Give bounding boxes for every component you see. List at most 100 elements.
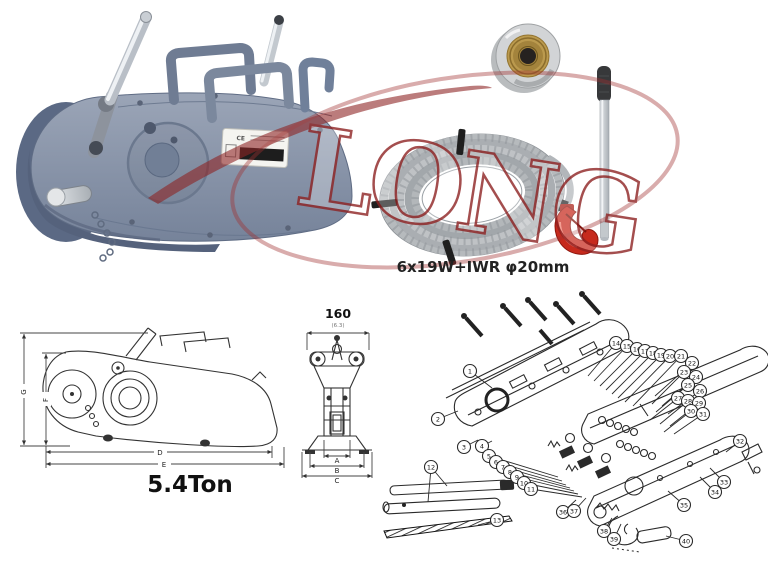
- svg-text:1: 1: [468, 367, 472, 375]
- body-bolt: [170, 136, 178, 144]
- lifting-hook: [554, 204, 599, 255]
- svg-text:26: 26: [696, 387, 704, 395]
- svg-text:5: 5: [487, 452, 491, 460]
- svg-text:25: 25: [684, 381, 692, 389]
- hook-safety-latch: [565, 213, 587, 233]
- svg-text:40: 40: [682, 537, 690, 545]
- part-callout: 1: [462, 363, 493, 389]
- anchor-pin-and-chain: [46, 185, 116, 262]
- svg-text:21: 21: [677, 352, 685, 360]
- rope-spec-label: 6x19W+IWR φ20mm: [397, 258, 570, 276]
- svg-text:7: 7: [501, 463, 505, 471]
- ce-mark-label: CE: [236, 135, 245, 142]
- side-view-dimensions: G F D E: [19, 332, 285, 469]
- svg-text:16: 16: [633, 345, 641, 353]
- cable-ties: [371, 128, 466, 266]
- release-hook-part: [595, 502, 672, 553]
- svg-text:30: 30: [687, 407, 695, 415]
- wire-rope-coil: [371, 128, 599, 266]
- part-callout: 37: [566, 497, 587, 519]
- svg-text:22: 22: [688, 359, 696, 367]
- body-boss-hub: [144, 142, 180, 178]
- part-callout: 20: [624, 348, 678, 403]
- svg-text:15: 15: [623, 342, 631, 350]
- side-view-drawing: G F D E: [19, 327, 285, 469]
- part-callout: 4: [474, 438, 493, 454]
- svg-text:32: 32: [736, 437, 744, 445]
- svg-text:12: 12: [427, 463, 435, 471]
- body-shadow: [44, 203, 161, 242]
- part-callout: 3: [456, 439, 479, 455]
- svg-text:38: 38: [600, 527, 608, 535]
- dim-d-label: D: [157, 449, 162, 457]
- side-plate-lower: [587, 435, 763, 527]
- svg-text:35: 35: [680, 501, 688, 509]
- washer-stack: [597, 415, 657, 461]
- svg-text:37: 37: [570, 507, 578, 515]
- svg-text:33: 33: [720, 478, 728, 486]
- watermark-text: LONG: [289, 101, 649, 282]
- dim-c-label: C: [335, 477, 340, 485]
- part-callout: 34: [699, 476, 723, 500]
- part-callout: 40: [665, 533, 694, 549]
- part-callout: 2: [430, 410, 459, 427]
- part-callout: 21: [632, 348, 689, 407]
- svg-text:11: 11: [527, 485, 535, 493]
- part-callout: 39: [606, 523, 622, 547]
- svg-text:39: 39: [610, 535, 618, 543]
- part-callout: 13: [477, 512, 505, 528]
- frame-middle: [581, 345, 768, 461]
- part-callout: 31: [673, 406, 711, 435]
- dim-f-label: F: [42, 398, 50, 402]
- telescopic-handle-photo: [597, 66, 611, 241]
- carry-handles: [165, 43, 335, 123]
- body-bolt: [144, 122, 156, 134]
- front-view-dimensions: A B C: [301, 440, 373, 485]
- dim-b-label: B: [335, 467, 340, 475]
- svg-text:28: 28: [684, 397, 692, 405]
- part-callout: 32: [725, 433, 748, 453]
- watermark-ellipse: [230, 70, 680, 270]
- part-callout: 11: [523, 481, 583, 498]
- svg-text:13: 13: [493, 516, 501, 524]
- svg-text:10: 10: [520, 479, 528, 487]
- dim-160-label: 160: [325, 306, 351, 321]
- svg-text:3: 3: [462, 443, 466, 451]
- svg-text:18: 18: [649, 349, 657, 357]
- sheave-photo: [491, 23, 561, 93]
- part-callout: 35: [667, 490, 692, 513]
- hook-shaped-lever: [298, 57, 335, 113]
- bolts: [464, 294, 602, 346]
- svg-text:9: 9: [515, 473, 519, 481]
- capacity-label: 5.4Ton: [147, 472, 233, 498]
- svg-text:36: 36: [559, 508, 567, 516]
- svg-text:8: 8: [508, 468, 512, 476]
- dim-a-label: A: [335, 457, 340, 465]
- sheave-bore: [520, 48, 536, 64]
- rope-wedge: [383, 515, 513, 539]
- svg-text:23: 23: [680, 368, 688, 376]
- hoist-photo: CE: [16, 11, 353, 262]
- front-view-drawing: 160 (6.3) A B C: [301, 306, 373, 485]
- part-callout: 23: [651, 364, 692, 405]
- svg-text:19: 19: [657, 351, 665, 359]
- rope-tail: [546, 154, 574, 208]
- svg-text:20: 20: [666, 352, 674, 360]
- svg-text:27: 27: [674, 394, 682, 402]
- dim-160-alt-label: (6.3): [331, 323, 344, 329]
- side-plate-upper: [453, 319, 630, 427]
- dim-g-label: G: [20, 389, 28, 394]
- svg-text:29: 29: [695, 399, 703, 407]
- svg-text:2: 2: [436, 415, 440, 423]
- svg-text:6: 6: [494, 458, 498, 466]
- part-callout: 30: [663, 403, 699, 433]
- part-callout: 38: [596, 517, 613, 539]
- svg-text:34: 34: [711, 488, 719, 496]
- handle-tubes: [382, 467, 515, 515]
- operating-lever: [88, 11, 152, 158]
- dim-e-label: E: [162, 461, 166, 469]
- part-callout: 33: [709, 467, 732, 490]
